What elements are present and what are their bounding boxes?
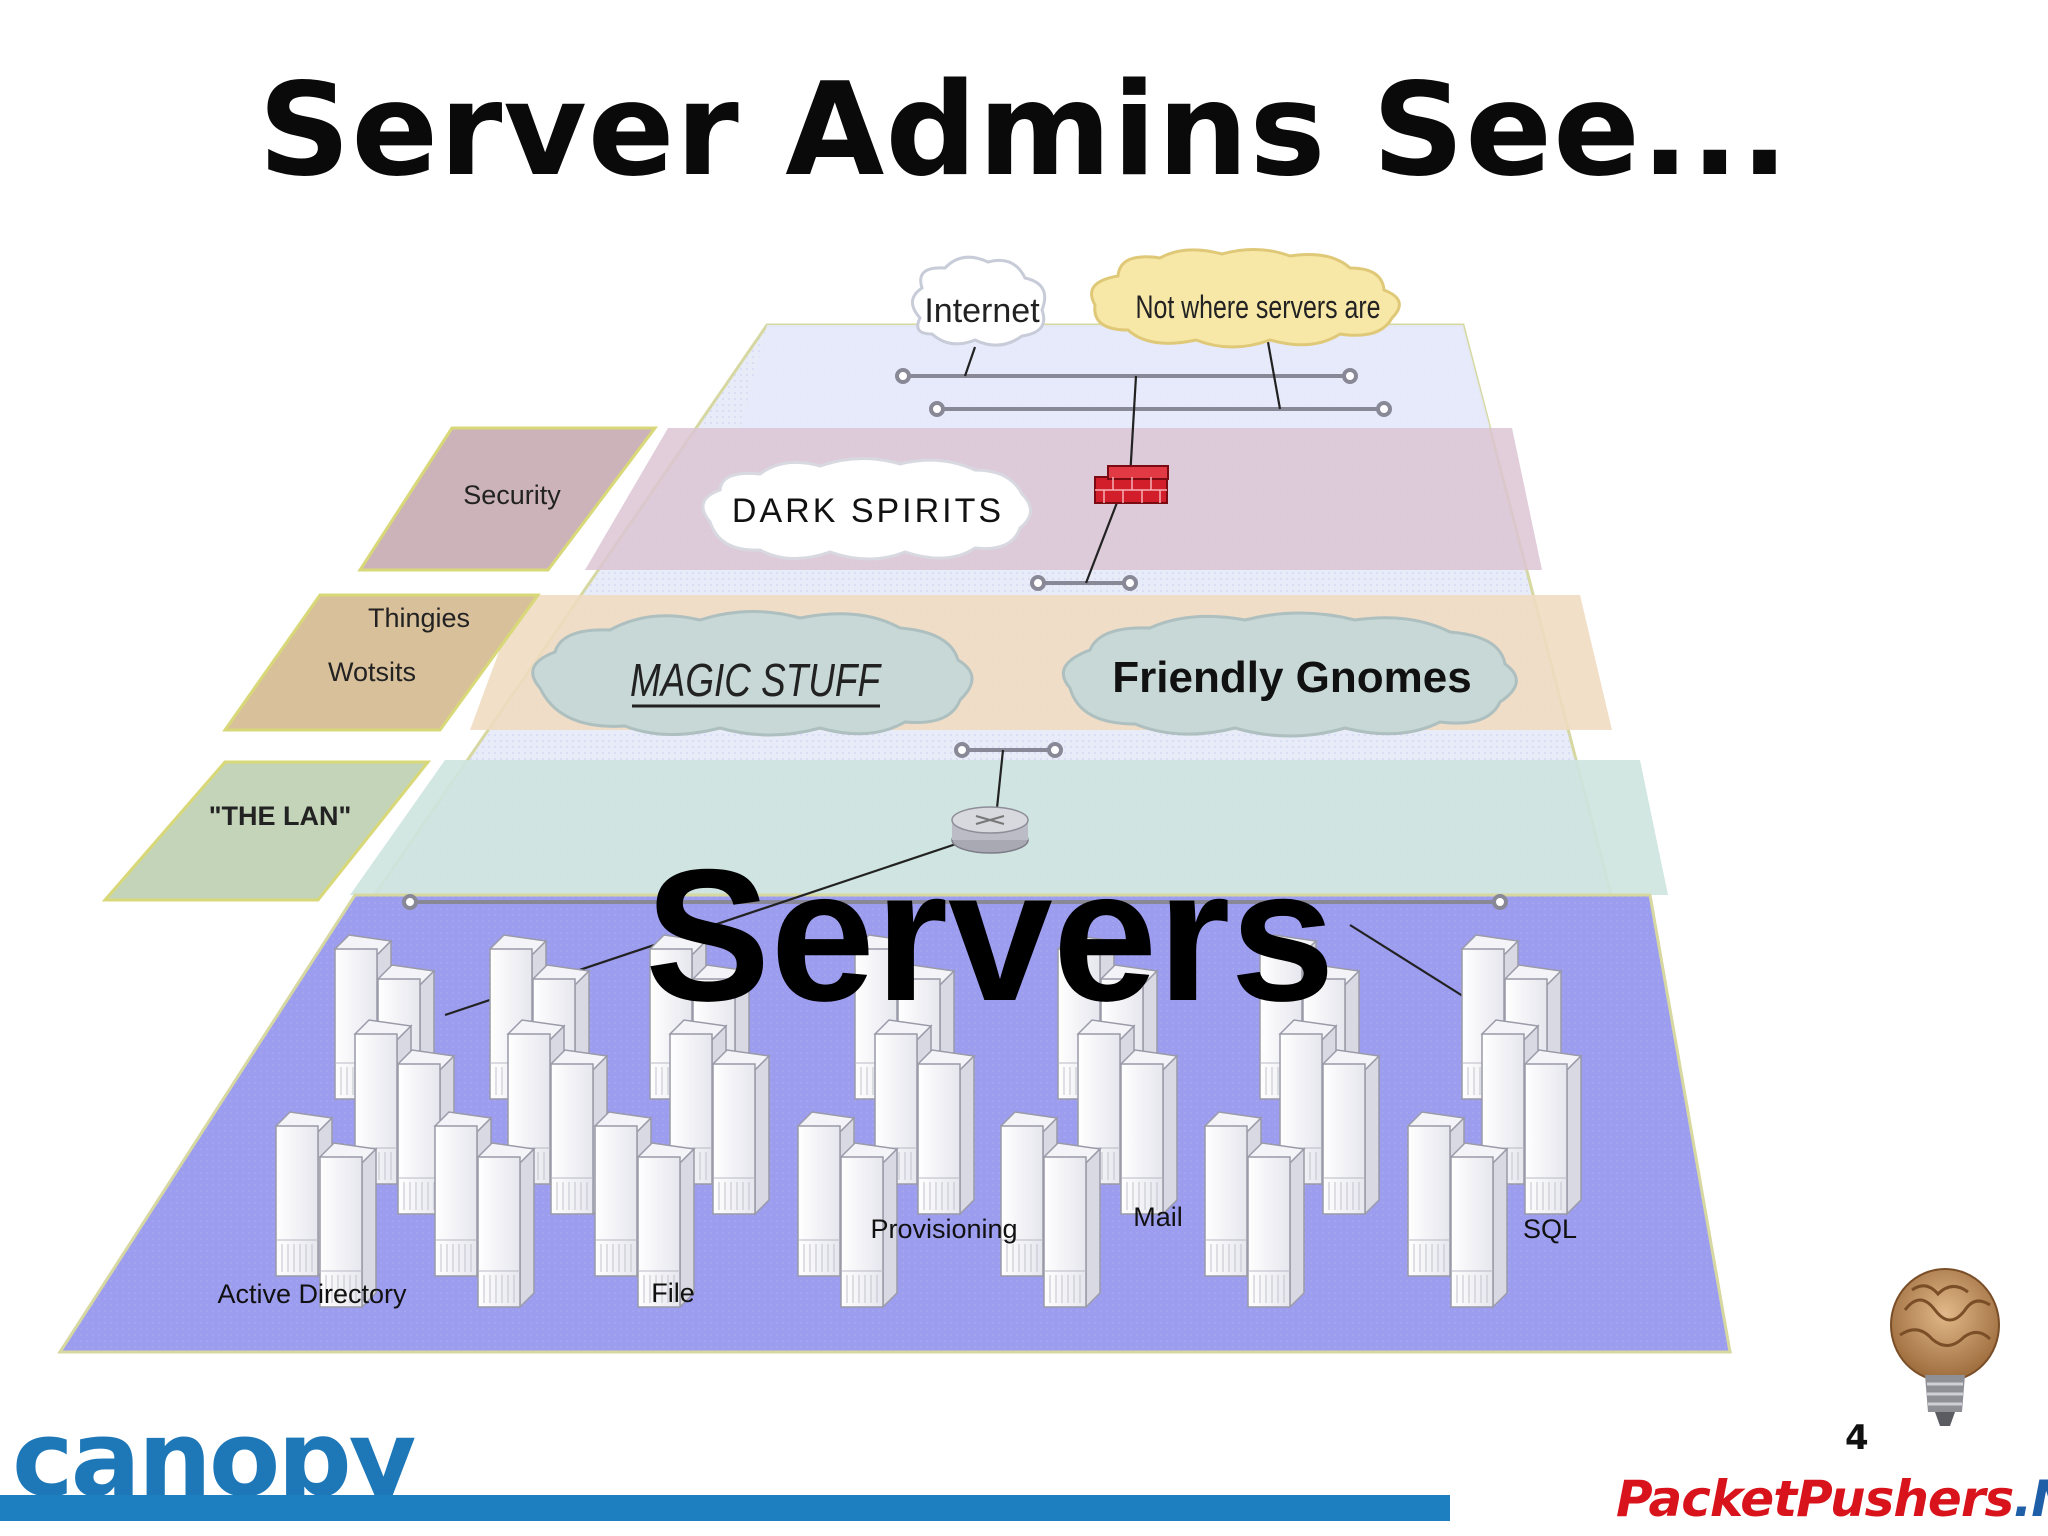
friendly-gnomes-cloud: Friendly Gnomes — [1061, 611, 1518, 738]
thingies-panel-label: Thingies — [368, 603, 470, 633]
internet-cloud: Internet — [911, 255, 1047, 347]
wotsits-panel-label: Wotsits — [328, 657, 416, 687]
firewall-icon — [1094, 465, 1169, 504]
packetpushers-logo: PacketPushers.Net — [1616, 1470, 2048, 1528]
lan-panel — [101, 760, 432, 902]
label-mail: Mail — [1133, 1202, 1183, 1232]
label-active-directory: Active Directory — [217, 1279, 407, 1309]
brain-lightbulb-icon — [1890, 1268, 2000, 1426]
servers-label: Servers — [645, 830, 1335, 1040]
slide-number: 4 — [1845, 1418, 1869, 1458]
svg-text:MAGIC STUFF: MAGIC STUFF — [630, 654, 882, 706]
security-panel-label: Security — [463, 480, 561, 510]
security-panel — [357, 426, 659, 572]
not-where-servers-cloud: Not where servers are — [1090, 247, 1401, 349]
pp-packet: Packet — [1616, 1470, 1797, 1528]
label-file: File — [651, 1278, 695, 1308]
svg-text:DARK SPIRITS: DARK SPIRITS — [732, 492, 1004, 530]
dark-spirits-cloud: DARK SPIRITS — [701, 457, 1032, 561]
svg-text:Friendly Gnomes: Friendly Gnomes — [1112, 653, 1471, 702]
magic-stuff-cloud: MAGIC STUFF — [531, 609, 974, 737]
pp-net: .Net — [2013, 1470, 2048, 1528]
label-provisioning: Provisioning — [870, 1214, 1017, 1244]
slide-title: Server Admins See... — [258, 56, 1790, 205]
router-icon — [951, 806, 1029, 854]
pp-pushers: Pushers — [1796, 1470, 2014, 1528]
svg-text:Internet: Internet — [924, 292, 1040, 330]
network-endpoints — [402, 368, 1508, 910]
label-sql: SQL — [1523, 1214, 1577, 1244]
svg-text:Not where servers are: Not where servers are — [1136, 289, 1381, 325]
canopy-bar — [0, 1495, 1450, 1521]
lan-panel-label: "THE LAN" — [209, 801, 352, 831]
thingies-panel — [222, 593, 541, 732]
